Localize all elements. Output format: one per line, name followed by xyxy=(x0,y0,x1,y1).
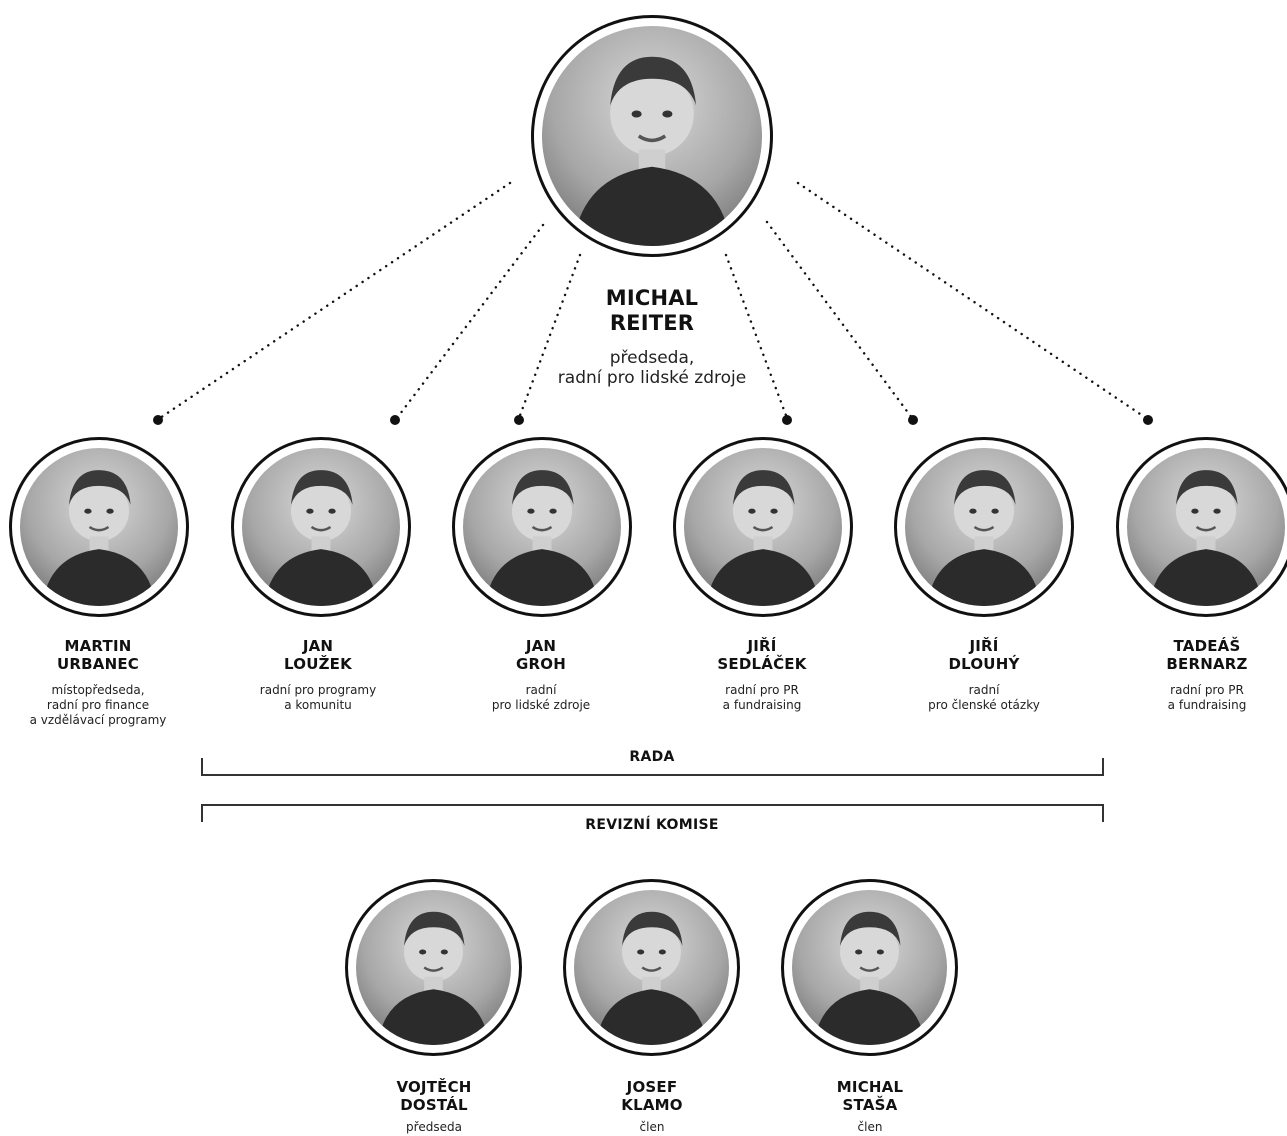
portrait-icon xyxy=(905,448,1063,606)
board-member-role: radní pro lidské zdroje xyxy=(491,683,591,712)
connector-dot xyxy=(782,415,792,425)
board-member-name: JAN GROH xyxy=(516,637,566,673)
board-member-name: TADEÁŠ BERNARZ xyxy=(1166,637,1248,673)
board-member-role: radní pro členské otázky xyxy=(928,683,1040,712)
portrait-icon xyxy=(542,26,762,246)
connector-line xyxy=(765,220,914,420)
board-member-photo xyxy=(452,437,632,617)
portrait-icon xyxy=(242,448,400,606)
board-member-photo xyxy=(673,437,853,617)
board-member-name: JIŘÍ SEDLÁČEK xyxy=(717,637,807,673)
connector-line xyxy=(517,253,582,420)
board-member-role: místopředseda, radní pro finance a vzděl… xyxy=(29,683,167,727)
board-member-role: radní pro PR a fundraising xyxy=(722,683,802,712)
connector-line xyxy=(796,181,1148,420)
committee-member-name: MICHAL STAŠA xyxy=(836,1078,904,1114)
portrait-icon xyxy=(574,890,729,1045)
board-member-name: JAN LOUŽEK xyxy=(284,637,352,673)
connector-dot xyxy=(514,415,524,425)
chairman-photo xyxy=(531,15,773,257)
committee-member-role: člen xyxy=(857,1120,883,1134)
portrait-icon xyxy=(792,890,947,1045)
audit-committee-bracket xyxy=(201,804,1104,822)
portrait-icon xyxy=(356,890,511,1045)
board-member-role: radní pro programy a komunitu xyxy=(259,683,377,712)
committee-member-photo xyxy=(563,879,740,1056)
connector-line xyxy=(158,181,512,420)
board-member-name: JIŘÍ DLOUHÝ xyxy=(948,637,1020,673)
board-member-role: radní pro PR a fundraising xyxy=(1167,683,1247,712)
connector-line xyxy=(724,253,789,420)
committee-member-role: člen xyxy=(639,1120,665,1134)
board-member-name: MARTIN URBANEC xyxy=(57,637,139,673)
audit-committee-label: REVIZNÍ KOMISE xyxy=(585,817,719,833)
chairman-role: předseda, radní pro lidské zdroje xyxy=(557,348,747,389)
committee-member-name: VOJTĚCH DOSTÁL xyxy=(396,1078,472,1114)
committee-member-role: předseda xyxy=(406,1120,462,1134)
portrait-icon xyxy=(684,448,842,606)
board-bracket xyxy=(201,758,1104,776)
committee-member-photo xyxy=(345,879,522,1056)
connector-dot xyxy=(153,415,163,425)
connector-dot xyxy=(390,415,400,425)
connector-line xyxy=(395,223,545,420)
board-member-photo xyxy=(9,437,189,617)
portrait-icon xyxy=(1127,448,1285,606)
board-label: RADA xyxy=(629,749,675,765)
committee-member-name: JOSEF KLAMO xyxy=(621,1078,683,1114)
connector-dot xyxy=(908,415,918,425)
connector-dot xyxy=(1143,415,1153,425)
board-member-photo xyxy=(231,437,411,617)
portrait-icon xyxy=(20,448,178,606)
board-member-photo xyxy=(894,437,1074,617)
portrait-icon xyxy=(463,448,621,606)
board-member-photo xyxy=(1116,437,1287,617)
chairman-name: MICHAL REITER xyxy=(605,286,699,336)
committee-member-photo xyxy=(781,879,958,1056)
